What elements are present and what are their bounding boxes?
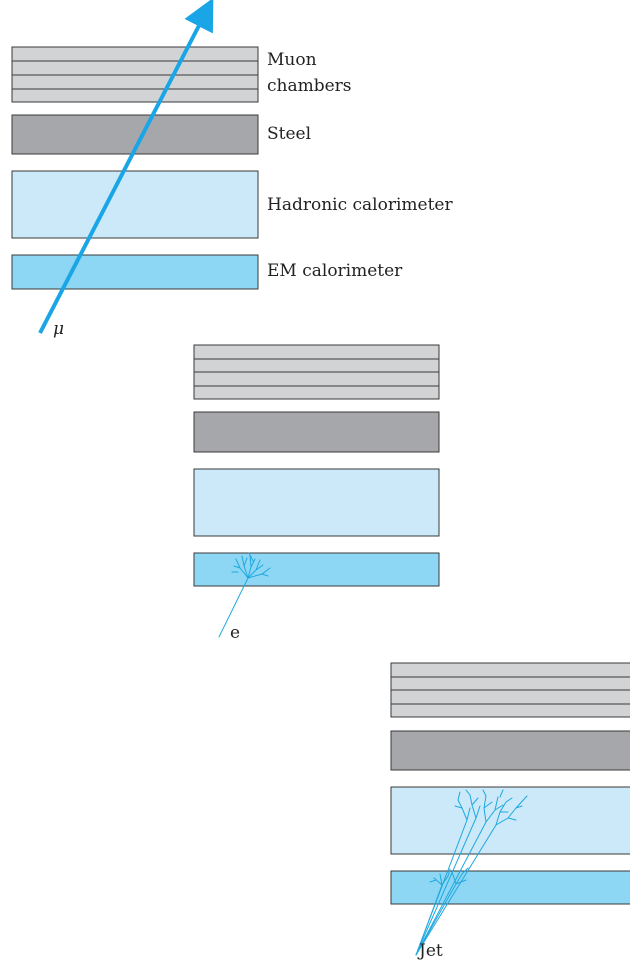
jet-tracks — [415, 789, 528, 956]
muon-chambers — [11, 46, 259, 103]
muon-chambers-label-line2: chambers — [267, 76, 352, 96]
em-calorimeter-label: EM calorimeter — [267, 261, 403, 281]
muon-track — [38, 0, 214, 334]
steel-layer — [390, 730, 630, 771]
electron-symbol: e — [230, 623, 240, 643]
em-calorimeter-layer — [193, 552, 440, 587]
muon-chambers — [193, 344, 440, 400]
hadronic-calorimeter-layer — [11, 170, 259, 239]
muon-chambers-label-line1: Muon — [267, 50, 317, 70]
hadronic-calorimeter-label: Hadronic calorimeter — [267, 195, 453, 215]
em-calorimeter-layer — [390, 870, 630, 905]
muon-symbol: μ — [53, 319, 64, 339]
jet-label: Jet — [417, 941, 443, 961]
detector-stack-muon: Muon chambers Steel Hadronic calorimeter… — [11, 0, 453, 339]
electron-track — [218, 552, 271, 638]
hadronic-calorimeter-layer — [193, 468, 440, 537]
detector-stack-electron: e — [193, 344, 440, 643]
detector-stack-jet: Jet — [390, 662, 630, 961]
hadronic-calorimeter-layer — [390, 786, 630, 855]
em-calorimeter-layer — [11, 254, 259, 290]
steel-label: Steel — [267, 124, 311, 144]
steel-layer — [193, 411, 440, 453]
muon-chambers — [390, 662, 630, 718]
